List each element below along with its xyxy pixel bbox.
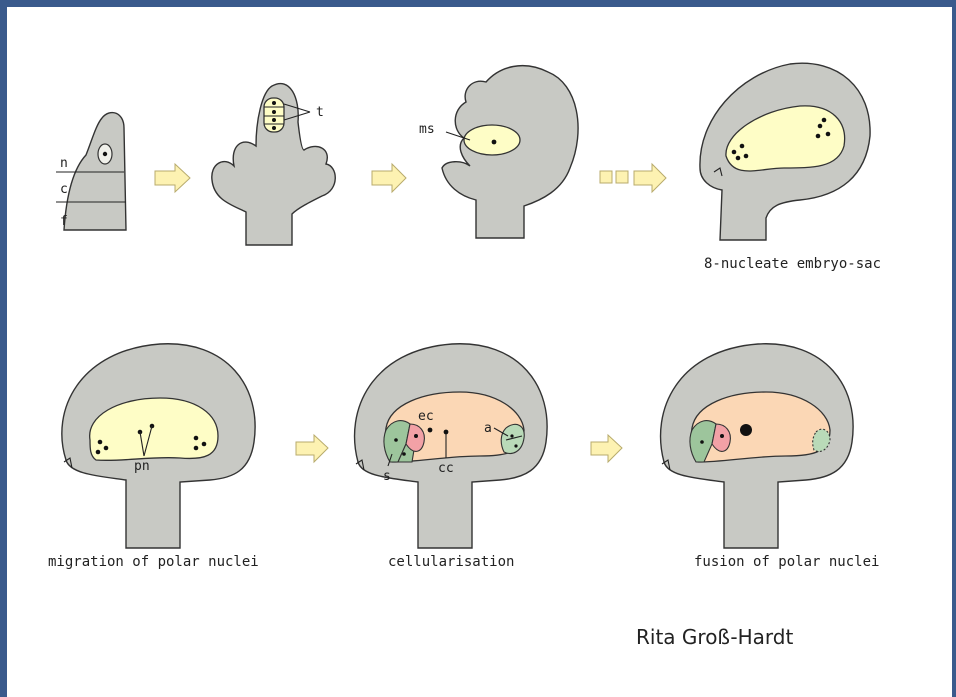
synergid-nucleus	[700, 440, 704, 444]
sac-nucleus	[822, 118, 827, 123]
caption-fusion: fusion of polar nuclei	[694, 554, 879, 570]
tetrad-nucleus	[272, 118, 276, 122]
sac-nucleus	[826, 132, 831, 137]
label-chalaza: c	[60, 182, 68, 197]
label-synergids: s	[383, 469, 391, 484]
label-nucellus: n	[60, 156, 68, 171]
functional-megaspore	[464, 125, 520, 155]
polar-nucleus	[428, 428, 433, 433]
stage-fusion: fusion of polar nuclei	[661, 344, 880, 570]
sac-nucleus	[732, 150, 737, 155]
sac-nucleus	[194, 446, 199, 451]
sac-nucleus	[818, 124, 823, 129]
sac-nucleus	[104, 446, 109, 451]
secondary-nucleus	[740, 424, 752, 436]
label-funiculus: f	[60, 214, 68, 229]
egg-nucleus	[720, 434, 724, 438]
synergid-nucleus	[394, 438, 398, 442]
sac-nucleus	[96, 450, 101, 455]
sac-nucleus	[736, 156, 741, 161]
arrow-3	[634, 164, 666, 192]
sac-nucleus	[744, 154, 749, 159]
label-tetrad: t	[316, 105, 324, 120]
egg-nucleus	[414, 434, 418, 438]
label-megaspore: ms	[419, 122, 435, 137]
arrow-2	[372, 164, 406, 192]
polar-nucleus	[444, 430, 449, 435]
megaspore-nucleus	[492, 140, 497, 145]
primordium-shape	[64, 113, 126, 230]
sac-nucleus	[194, 436, 199, 441]
label-egg-cell: ec	[418, 409, 434, 424]
stage-cellularisation: ec a cc s cellularisation	[355, 344, 548, 570]
arrow-5	[591, 435, 622, 462]
antipodal-nucleus	[510, 434, 513, 437]
arrow-4	[296, 435, 328, 462]
sac-nucleus	[740, 144, 745, 149]
caption-cellularisation: cellularisation	[388, 554, 514, 570]
arrow-3-dash-1	[600, 171, 612, 183]
label-polar-nuclei: pn	[134, 459, 150, 474]
caption-migration: migration of polar nuclei	[48, 554, 259, 570]
tetrad-nucleus	[272, 101, 276, 105]
stage-migration: pn migration of polar nuclei	[48, 344, 259, 570]
arrow-1	[155, 164, 190, 192]
stage-tetrad: t	[212, 84, 335, 245]
label-antipodals: a	[484, 421, 492, 436]
sac-nucleus	[98, 440, 103, 445]
sac-nucleus	[816, 134, 821, 139]
sac-nucleus	[202, 442, 207, 447]
antipodal-nucleus	[514, 444, 517, 447]
synergid-nucleus	[402, 452, 406, 456]
stage-megaspore: ms	[419, 66, 578, 238]
arrow-3-dash-2	[616, 171, 628, 183]
stage-primordium: n c f	[56, 113, 126, 230]
stage-embryo-sac: 8-nucleate embryo-sac	[700, 63, 881, 272]
author-credit: Rita Groß-Hardt	[636, 625, 793, 649]
caption-embryo-sac: 8-nucleate embryo-sac	[704, 256, 881, 272]
label-central-cell: cc	[438, 461, 454, 476]
tetrad-nucleus	[272, 110, 276, 114]
nucleus-dot	[103, 152, 107, 156]
tetrad-nucleus	[272, 126, 276, 130]
